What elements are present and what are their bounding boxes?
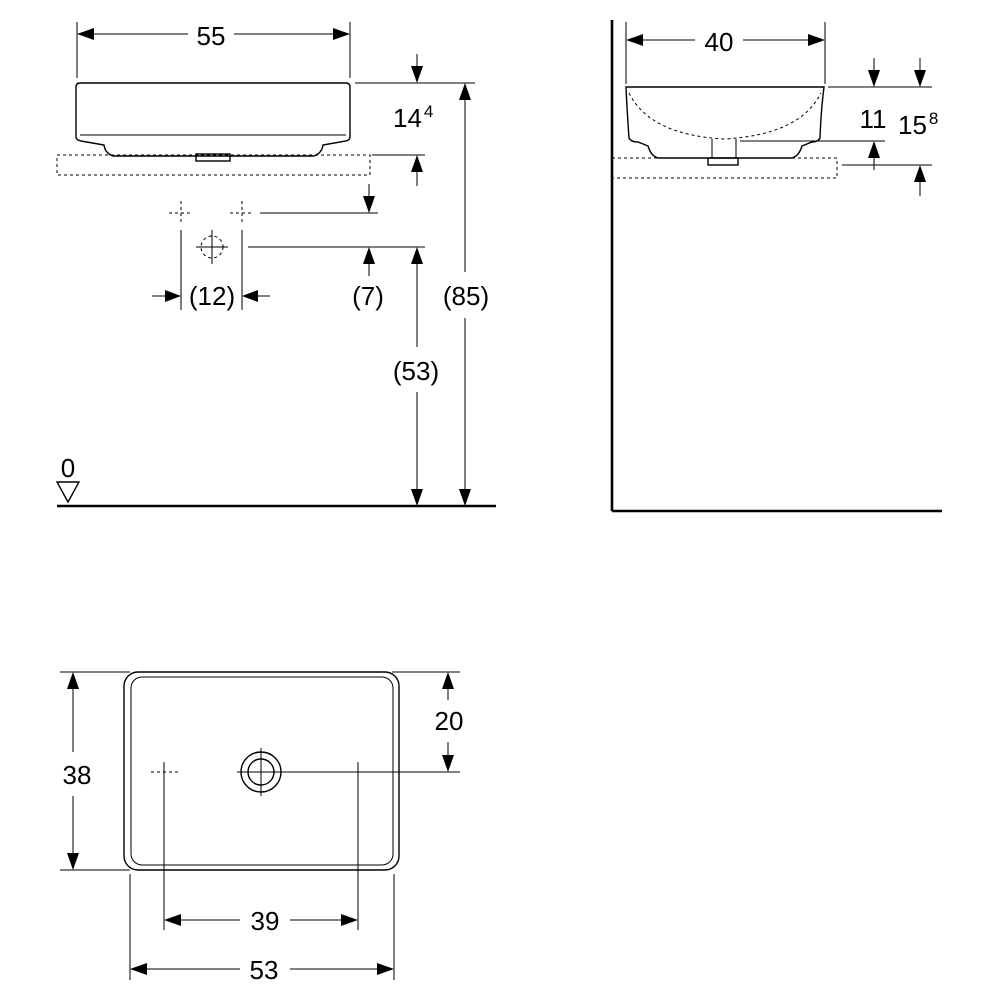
arrowhead — [333, 28, 350, 40]
front-view: 55 (12) — [55, 21, 496, 508]
arrowhead — [130, 963, 147, 975]
arrowhead — [868, 141, 880, 158]
arrowhead — [77, 28, 94, 40]
tap-spacing-label: (12) — [189, 281, 235, 311]
arrowhead — [164, 914, 181, 926]
arrowhead — [442, 755, 454, 772]
tap-marker-right — [230, 201, 254, 225]
arrowhead — [411, 247, 423, 264]
top-view: 38 20 39 53 — [60, 671, 464, 985]
inner-height-label: 11 — [860, 104, 887, 134]
arrowhead — [914, 70, 926, 87]
arrowhead — [67, 672, 79, 689]
top-depth-label: 38 — [63, 760, 92, 790]
tap-marker-left — [169, 201, 193, 225]
arrowhead — [808, 34, 825, 46]
basin-top-outer — [123, 671, 400, 871]
fixing-hole-left — [151, 762, 178, 930]
countertop-outline — [56, 154, 371, 176]
arrowhead — [459, 83, 471, 100]
floor-level-label: 0 — [61, 453, 75, 483]
arrowhead — [868, 70, 880, 87]
mixer-hole-marker — [196, 230, 228, 264]
drain-top — [237, 748, 285, 796]
drain-side-outlet — [707, 157, 739, 166]
arrowhead — [363, 196, 375, 213]
front-width-label: 55 — [197, 21, 226, 51]
drain-outlet — [195, 153, 231, 162]
arrowhead — [442, 672, 454, 689]
hole-spacing-label: 39 — [251, 906, 280, 936]
arrowhead — [377, 963, 394, 975]
basin-top-inner — [130, 676, 394, 866]
arrowhead — [411, 66, 423, 83]
basin-bowl-hidden-line — [628, 92, 822, 140]
arrowhead — [411, 489, 423, 506]
side-depth-label: 40 — [705, 27, 734, 57]
tap-height-label: (53) — [393, 356, 439, 386]
total-height-label: (85) — [443, 281, 489, 311]
fixing-hole-right — [345, 762, 372, 930]
arrowhead — [165, 290, 181, 302]
tap-offset-label: (7) — [352, 281, 384, 311]
length-label: 53 — [250, 955, 279, 985]
arrowhead — [363, 247, 375, 264]
arrowhead — [914, 165, 926, 182]
drain-offset-label: 20 — [435, 706, 464, 736]
arrowhead — [242, 290, 258, 302]
floor-level-triangle — [55, 481, 81, 504]
basin-front-outline — [75, 82, 351, 157]
basin-side-outline — [625, 86, 825, 159]
arrowhead — [459, 489, 471, 506]
arrowhead — [67, 853, 79, 870]
side-countertop-outline — [611, 157, 838, 179]
arrowhead — [341, 914, 358, 926]
arrowhead — [411, 155, 423, 172]
arrowhead — [626, 34, 643, 46]
